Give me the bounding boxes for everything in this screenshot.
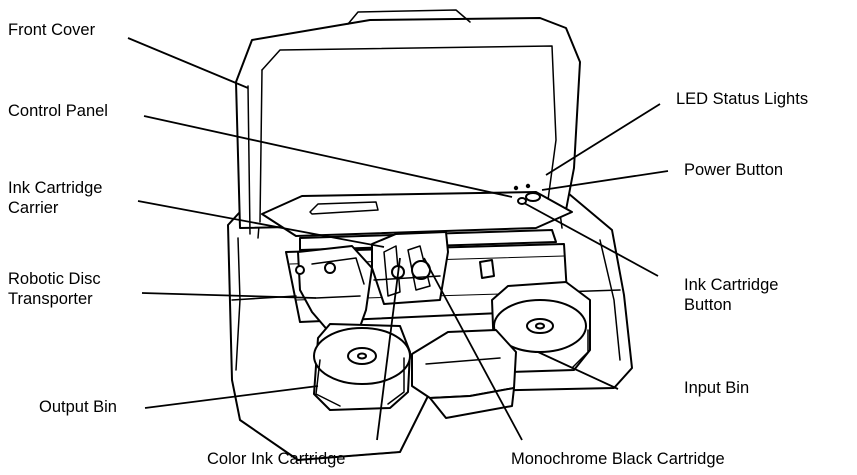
output-bin bbox=[313, 323, 411, 411]
leader-ink-cartridge-button bbox=[523, 202, 659, 277]
ink-cartridge-button[interactable] bbox=[517, 197, 527, 205]
label-monochrome-black-cartridge: Monochrome Black Cartridge bbox=[511, 450, 725, 468]
leader-lines bbox=[127, 37, 669, 441]
leader-front-cover bbox=[127, 37, 249, 89]
label-input-bin: Input Bin bbox=[684, 379, 750, 397]
leader-input-bin bbox=[537, 351, 619, 390]
robotic-disc-transporter bbox=[295, 245, 495, 341]
label-output-bin: Output Bin bbox=[39, 398, 117, 416]
leader-ink-cartridge-carrier bbox=[137, 200, 385, 248]
leader-output-bin bbox=[144, 385, 319, 409]
leader-monochrome-black-cartridge bbox=[423, 257, 523, 441]
control-panel bbox=[261, 183, 573, 237]
label-ink-cartridge-button: Ink Cartridge Button bbox=[684, 276, 779, 314]
label-front-cover: Front Cover bbox=[8, 21, 96, 39]
led-light-2 bbox=[525, 183, 531, 189]
label-led-status-lights: LED Status Lights bbox=[676, 90, 809, 108]
leader-control-panel bbox=[143, 115, 513, 198]
label-ink-cartridge-carrier: Ink Cartridge Carrier bbox=[8, 179, 103, 217]
leader-power-button bbox=[541, 170, 669, 191]
input-bin bbox=[491, 281, 591, 373]
label-robotic-disc-transporter: Robotic Disc Transporter bbox=[8, 270, 101, 308]
leader-led-status-lights bbox=[545, 103, 661, 176]
front-cover bbox=[235, 9, 581, 235]
power-button[interactable] bbox=[525, 192, 541, 202]
label-color-ink-cartridge: Color Ink Cartridge bbox=[207, 450, 346, 468]
ink-cartridge-carrier bbox=[371, 231, 449, 305]
label-control-panel: Control Panel bbox=[8, 102, 108, 120]
leader-color-ink-cartridge bbox=[376, 257, 401, 441]
label-power-button: Power Button bbox=[684, 161, 784, 179]
led-light-1 bbox=[513, 185, 519, 191]
leader-robotic-disc-transporter bbox=[141, 292, 317, 299]
